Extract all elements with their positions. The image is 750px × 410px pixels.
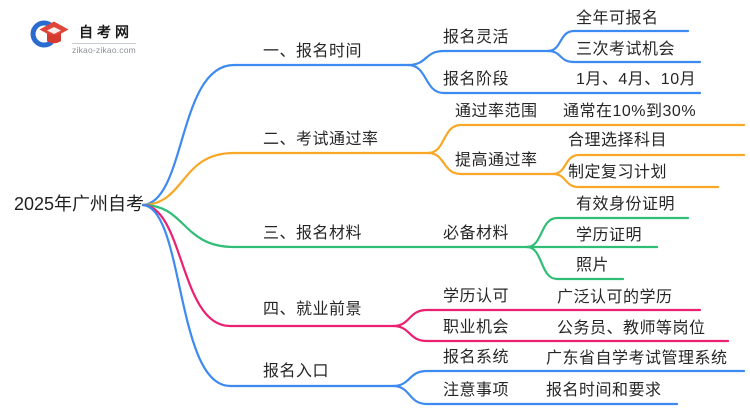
line-career-chances	[391, 324, 730, 343]
line-review-plan	[551, 172, 720, 189]
node-required-materials: 必备材料	[443, 225, 510, 242]
node-prospects: 四、就业前景	[263, 301, 363, 318]
node-months: 1月、4月、10月	[576, 71, 697, 88]
logo-divider	[72, 43, 136, 44]
logo-title: 自考网	[79, 24, 133, 40]
line-pass-rate-main	[141, 151, 430, 207]
node-rate-range: 通过率范围	[455, 103, 538, 120]
node-photo: 照片	[576, 257, 610, 274]
node-all-year: 全年可报名	[576, 10, 659, 27]
line-reg-phases	[406, 63, 702, 95]
node-rate-value: 通常在10%到30%	[563, 103, 697, 120]
node-materials: 三、报名材料	[263, 225, 363, 242]
line-entry-main	[141, 203, 395, 388]
line-photo	[525, 245, 625, 281]
logo-domain: zikao-zikao.com	[72, 45, 136, 55]
line-three-chances	[546, 49, 702, 64]
line-rate-range	[426, 123, 746, 155]
node-job-positions: 公务员、教师等岗位	[557, 320, 706, 337]
node-degree-recognition: 学历认可	[443, 288, 510, 305]
node-review-plan: 制定复习计划	[568, 164, 668, 181]
line-valid-id	[525, 216, 690, 249]
site-logo: 自考网 zikao-zikao.com	[28, 16, 138, 55]
node-reg-system: 报名系统	[443, 349, 510, 366]
node-time-requirements: 报名时间和要求	[546, 382, 662, 399]
node-valid-id: 有效身份证明	[576, 196, 676, 213]
line-reg-flexible	[406, 49, 550, 67]
node-gd-system: 广东省自学考试管理系统	[546, 350, 728, 367]
node-three-chances: 三次考试机会	[576, 41, 676, 58]
node-reg-flexible: 报名灵活	[443, 29, 510, 46]
node-career-chances: 职业机会	[443, 319, 510, 336]
node-entry: 报名入口	[263, 363, 330, 380]
line-notes	[391, 384, 679, 406]
node-widely-recognized: 广泛认可的学历	[557, 289, 673, 306]
line-prospects-main	[141, 203, 395, 328]
root-node: 2025年广州自考	[14, 194, 145, 214]
line-reg-time-main	[141, 63, 410, 207]
line-materials-main	[141, 203, 659, 249]
node-edu-certificate: 学历证明	[576, 227, 643, 244]
node-notes: 注意事项	[443, 382, 510, 399]
node-improve-rate: 提高通过率	[455, 152, 538, 169]
cap-highlight	[47, 27, 61, 34]
line-improve-rate	[426, 151, 555, 176]
node-reg-phases: 报名阶段	[443, 71, 510, 88]
node-pass-rate: 二、考试通过率	[263, 131, 379, 148]
graduation-cap-icon	[30, 20, 69, 48]
node-reg-time: 一、报名时间	[263, 43, 363, 60]
node-choose-subjects: 合理选择科目	[568, 132, 668, 149]
